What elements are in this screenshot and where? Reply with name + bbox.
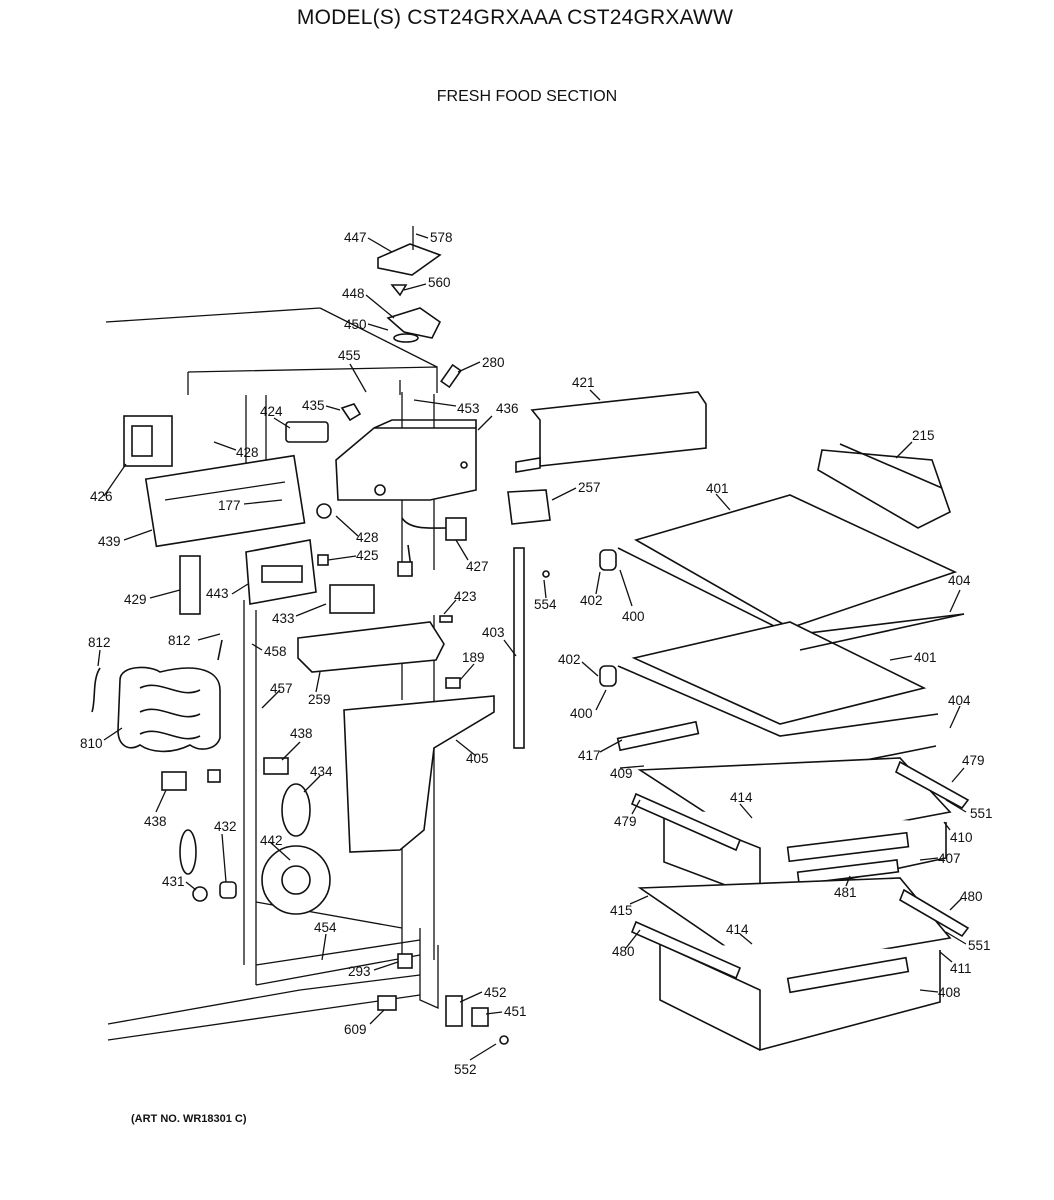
callout-labels: 447 578 560 448 450 455 280 421 435 453 … [80,230,993,1077]
callout-429: 429 [124,592,147,607]
cover-and-bin-parts [507,391,951,578]
callout-215: 215 [912,428,935,443]
top-cover-part [377,226,442,343]
callout-448: 448 [342,286,365,301]
callout-551-lower: 551 [968,938,991,953]
callout-435: 435 [302,398,325,413]
callout-189: 189 [462,650,485,665]
callout-434: 434 [310,764,333,779]
callout-432: 432 [214,819,237,834]
callout-424: 424 [260,404,283,419]
callout-426: 426 [90,489,113,504]
leader-lines [97,233,967,1061]
callout-551-upper: 551 [970,806,993,821]
art-number: (ART NO. WR18301 C) [131,1113,247,1125]
callout-457: 457 [270,681,293,696]
callout-450: 450 [344,317,367,332]
callout-428-top: 428 [236,445,259,460]
callout-560: 560 [428,275,451,290]
callout-480-right: 480 [960,889,983,904]
callout-451: 451 [504,1004,527,1019]
duct-and-channel-parts [297,547,525,853]
callout-411: 411 [950,961,972,976]
callout-428-mid: 428 [356,530,379,545]
callout-812-right: 812 [168,633,191,648]
callout-280: 280 [482,355,505,370]
callout-578: 578 [430,230,453,245]
callout-414-lower: 414 [726,922,749,937]
page-title: MODEL(S) CST24GRXAAA CST24GRXAWW [296,6,734,29]
callout-177: 177 [218,498,241,513]
light-cap-part [440,363,462,389]
callout-810: 810 [80,736,103,751]
fan-grille-bracket-parts [144,454,467,615]
callout-421: 421 [572,375,595,390]
callout-410: 410 [950,830,973,845]
callout-293: 293 [348,964,371,979]
callout-423: 423 [454,589,477,604]
callout-479-left: 479 [614,814,637,829]
callout-479-right: 479 [962,753,985,768]
callout-439: 439 [98,534,121,549]
control-housing-part [123,403,477,501]
callout-812-left: 812 [88,635,111,650]
callout-480-left: 480 [612,944,635,959]
water-tank-part [91,639,223,753]
callout-447: 447 [344,230,367,245]
callout-403: 403 [482,625,505,640]
callout-404-top: 404 [948,573,971,588]
callout-402-top: 402 [580,593,603,608]
callout-417: 417 [578,748,601,763]
callout-401-top: 401 [706,481,729,496]
callout-609: 609 [344,1022,367,1037]
hinge-parts [377,953,509,1045]
crisper-drawers-part [616,720,970,1052]
callout-433: 433 [272,611,295,626]
section-subtitle: FRESH FOOD SECTION [436,88,618,105]
callout-443: 443 [206,586,229,601]
callout-442: 442 [260,833,283,848]
callout-404-bottom: 404 [948,693,971,708]
callout-481: 481 [834,885,857,900]
callout-405: 405 [466,751,489,766]
callout-453: 453 [457,401,480,416]
callout-400-bottom: 400 [570,706,593,721]
callout-259: 259 [308,692,331,707]
callout-455: 455 [338,348,361,363]
callout-438-upper: 438 [290,726,313,741]
lamp-socket-parts [161,757,331,915]
callout-409: 409 [610,766,633,781]
callout-431: 431 [162,874,185,889]
callout-415: 415 [610,903,633,918]
callout-436: 436 [496,401,519,416]
callout-458: 458 [264,644,287,659]
callout-427: 427 [466,559,489,574]
callout-425: 425 [356,548,379,563]
shelves-part [599,494,965,773]
callout-414-upper: 414 [730,790,753,805]
callout-438-lower: 438 [144,814,167,829]
callout-552: 552 [454,1062,477,1077]
callout-400-top: 400 [622,609,645,624]
callout-401-bottom: 401 [914,650,937,665]
callout-554: 554 [534,597,557,612]
callout-452: 452 [484,985,507,1000]
callout-402-bottom: 402 [558,652,581,667]
callout-408: 408 [938,985,961,1000]
callout-407: 407 [938,851,961,866]
callout-454: 454 [314,920,337,935]
callout-257: 257 [578,480,601,495]
